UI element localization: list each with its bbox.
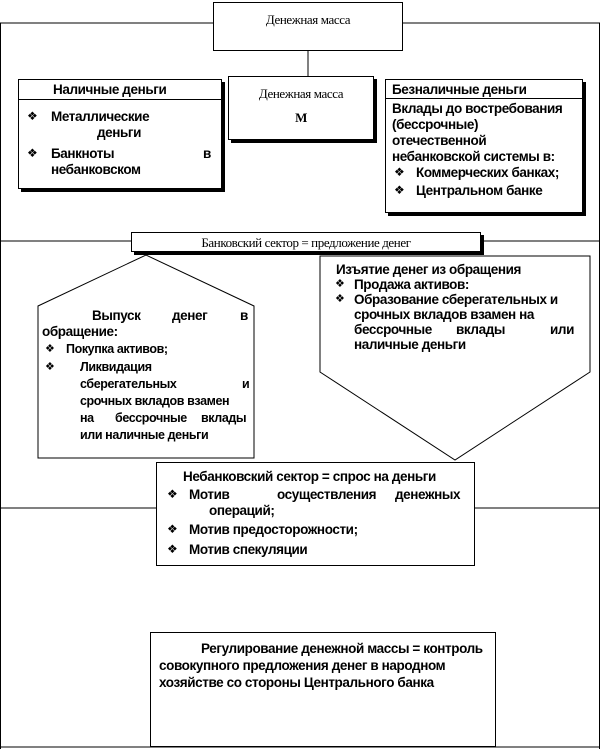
diamond-bullet-icon: ❖ (45, 343, 55, 355)
nonbank-item-precaution: Мотив предосторожности; (189, 522, 358, 537)
diamond-bullet-icon: ❖ (394, 183, 405, 197)
cash-item-metal: Металлические (51, 109, 150, 124)
issue-line: срочных вкладов взамен (80, 394, 230, 408)
nonbank-item-word: Мотив (189, 487, 230, 502)
withdraw-arrow-shape (319, 255, 591, 461)
regulation-line: Регулирование денежной массы = контроль (201, 641, 483, 656)
bank-sector-label: Банковский сектор = предложение денег (201, 235, 411, 250)
withdraw-line: бессрочные (354, 322, 432, 337)
withdraw-line: срочных вкладов взамен на (354, 307, 535, 322)
diamond-bullet-icon: ❖ (167, 487, 178, 501)
issue-heading-word: денег (172, 308, 208, 323)
issue-line: или наличные деньги (80, 428, 209, 442)
cash-box: Наличные деньги ❖ Металлические деньги ❖… (18, 79, 222, 189)
bank-sector-box: Банковский сектор = предложение денег (131, 232, 481, 252)
issue-item-liquidation: Ликвидация (80, 360, 152, 374)
issue-line: и (242, 377, 250, 391)
noncash-line: небанковской системы в: (392, 149, 555, 164)
withdraw-line: вклады (456, 322, 506, 337)
diamond-bullet-icon: ❖ (45, 361, 55, 373)
withdraw-item-sale: Продажа активов: (354, 277, 470, 292)
issue-line: вклады (201, 411, 247, 425)
nonbank-item-cont: операций; (209, 503, 275, 518)
withdraw-line: или (550, 322, 574, 337)
cash-item-banknotes-cont: небанковском (51, 162, 141, 177)
noncash-line: (бессрочные) (392, 117, 479, 132)
withdraw-title: Изъятие денег из обращения (336, 262, 522, 277)
issue-heading-word: в (240, 308, 248, 323)
diamond-bullet-icon: ❖ (335, 278, 345, 290)
withdraw-line: наличные деньги (354, 337, 466, 352)
diamond-bullet-icon: ❖ (27, 146, 38, 160)
issue-arrow-shape (37, 254, 255, 459)
cash-title: Наличные деньги (53, 82, 167, 97)
cash-item-metal-cont: деньги (97, 125, 142, 140)
regulation-line: совокупного предложения денег в народном (159, 658, 446, 673)
center-title: Денежная масса (258, 86, 344, 101)
cash-item-banknotes: Банкноты (51, 146, 115, 161)
issue-line: бессрочные (115, 411, 187, 425)
withdraw-item-formation: Образование сберегательных и (354, 292, 558, 307)
diamond-bullet-icon: ❖ (27, 109, 38, 123)
issue-heading-word: Выпуск (92, 308, 141, 323)
money-supply-center-box: Денежная масса М (228, 76, 374, 140)
regulation-line: хозяйстве со стороны Центрального банка (159, 675, 434, 690)
diamond-bullet-icon: ❖ (394, 165, 405, 179)
issue-line: на (80, 411, 94, 425)
noncash-item-central: Центральном банке (416, 183, 543, 198)
nonbank-item-word: осуществления (277, 487, 377, 502)
noncash-box: Безналичные деньги Вклады до востребован… (385, 79, 583, 213)
center-symbol: М (295, 110, 307, 125)
money-supply-title: Денежная масса (265, 12, 351, 27)
issue-line: сберегательных (80, 377, 177, 391)
regulation-box: Регулирование денежной массы = контроль … (150, 632, 496, 747)
cash-item-banknotes-v: в (203, 146, 211, 161)
issue-heading-cont: обращение: (42, 324, 118, 339)
diamond-bullet-icon: ❖ (167, 522, 178, 536)
noncash-line: отечественной (392, 133, 487, 148)
diamond-bullet-icon: ❖ (167, 542, 178, 556)
nonbank-item-word: денежных (395, 487, 461, 502)
money-supply-title-box: Денежная масса (213, 2, 403, 51)
noncash-title-bar: Безналичные деньги (386, 80, 582, 99)
nonbank-item-speculation: Мотив спекуляции (189, 542, 308, 557)
nonbank-title: Небанковский сектор = спрос на деньги (183, 469, 436, 484)
diamond-bullet-icon: ❖ (335, 293, 345, 305)
cash-title-bar: Наличные деньги (19, 80, 221, 100)
noncash-line: Вклады до востребования (392, 101, 563, 116)
noncash-title: Безналичные деньги (392, 82, 527, 97)
issue-item-purchase: Покупка активов; (66, 342, 168, 356)
nonbank-sector-box: Небанковский сектор = спрос на деньги ❖ … (156, 462, 475, 566)
noncash-item-commercial: Коммерческих банках; (416, 165, 559, 180)
